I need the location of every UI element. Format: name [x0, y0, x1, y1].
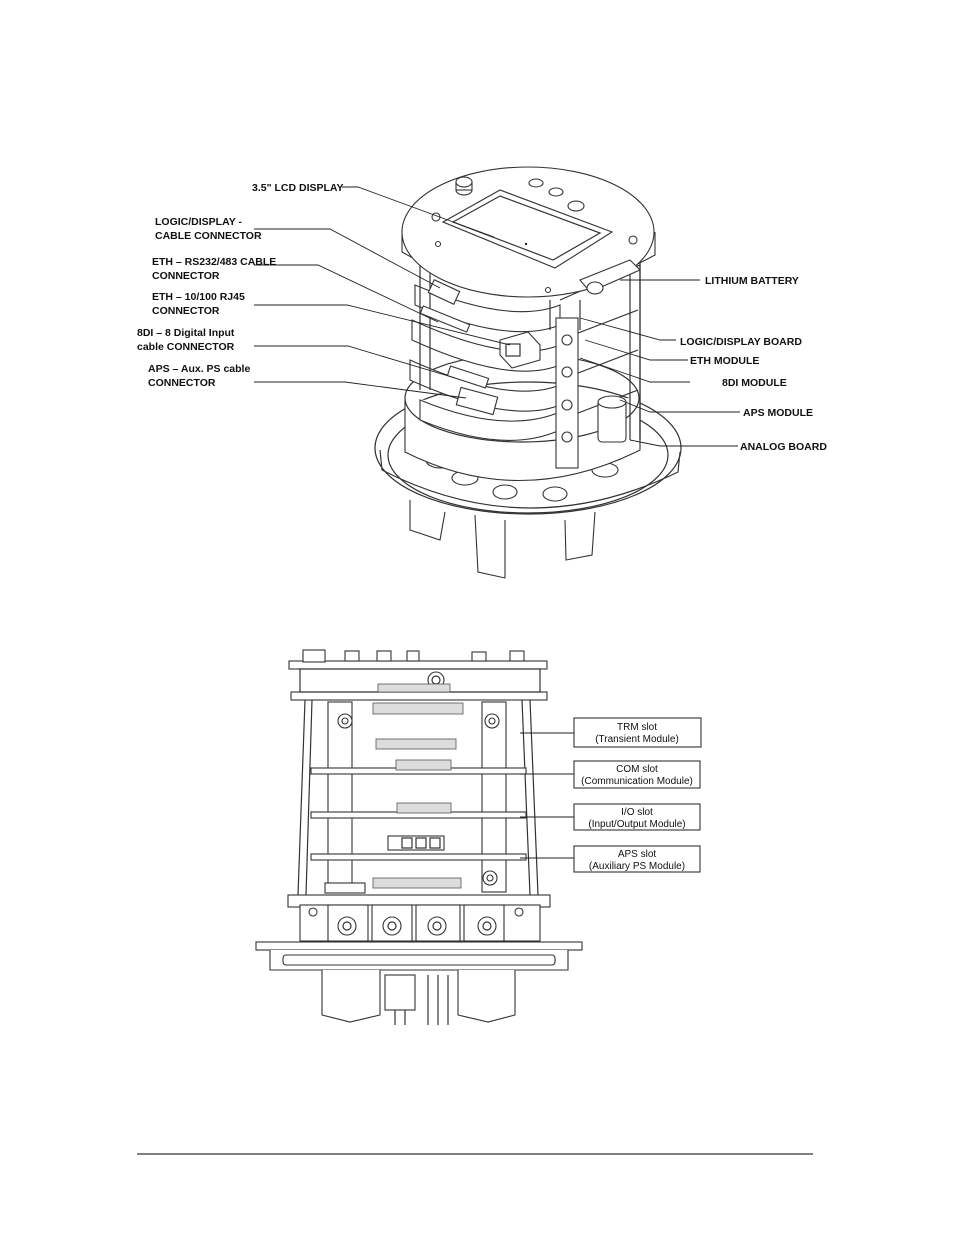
aps-slot-desc: (Auxiliary PS Module) [589, 861, 685, 872]
aps-slot-box [573, 845, 701, 873]
label-logic-display-cable-1: LOGIC/DISPLAY - [155, 216, 242, 228]
label-analog-board: ANALOG BOARD [740, 441, 827, 453]
label-logic-display-board: LOGIC/DISPLAY BOARD [680, 336, 802, 348]
label-eth-module: ETH MODULE [690, 355, 759, 367]
figure1-leaders-left [254, 186, 511, 399]
meter-isometric-drawing [374, 166, 682, 579]
figure2-slot-callouts: TRM slot (Transient Module) COM slot (Co… [520, 717, 702, 873]
trm-slot-desc: (Transient Module) [595, 734, 679, 745]
figure1-leaders-right [579, 279, 740, 447]
label-8di-1: 8DI – 8 Digital Input [137, 327, 235, 339]
label-aps-module: APS MODULE [743, 407, 813, 419]
io-slot-title: I/O slot [621, 807, 653, 818]
label-aps-1: APS – Aux. PS cable [148, 363, 250, 375]
label-eth-rs232-1: ETH – RS232/483 CABLE [152, 256, 276, 268]
label-eth-rs232-2: CONNECTOR [152, 270, 220, 282]
label-lcd-display: 3.5" LCD DISPLAY [252, 182, 344, 194]
com-slot-box [573, 760, 701, 789]
label-aps-2: CONNECTOR [148, 377, 216, 389]
com-slot-title: COM slot [616, 764, 658, 775]
figure1-labels-right: LITHIUM BATTERY LOGIC/DISPLAY BOARD ETH … [680, 275, 827, 453]
label-8di-2: cable CONNECTOR [137, 341, 235, 353]
label-logic-display-cable-2: CABLE CONNECTOR [155, 230, 262, 242]
trm-slot-box [573, 717, 702, 748]
com-slot-desc: (Communication Module) [581, 776, 693, 787]
figure1-labels-left: 3.5" LCD DISPLAY LOGIC/DISPLAY - CABLE C… [137, 182, 344, 389]
label-eth-rj45-1: ETH – 10/100 RJ45 [152, 291, 245, 303]
aps-slot-title: APS slot [618, 849, 657, 860]
label-lithium-battery: LITHIUM BATTERY [705, 275, 799, 287]
io-slot-box [573, 803, 701, 831]
io-slot-desc: (Input/Output Module) [588, 819, 685, 830]
label-eth-rj45-2: CONNECTOR [152, 305, 220, 317]
trm-slot-title: TRM slot [617, 722, 657, 733]
label-8di-module: 8DI MODULE [722, 377, 787, 389]
meter-side-elevation-drawing [255, 649, 583, 1025]
